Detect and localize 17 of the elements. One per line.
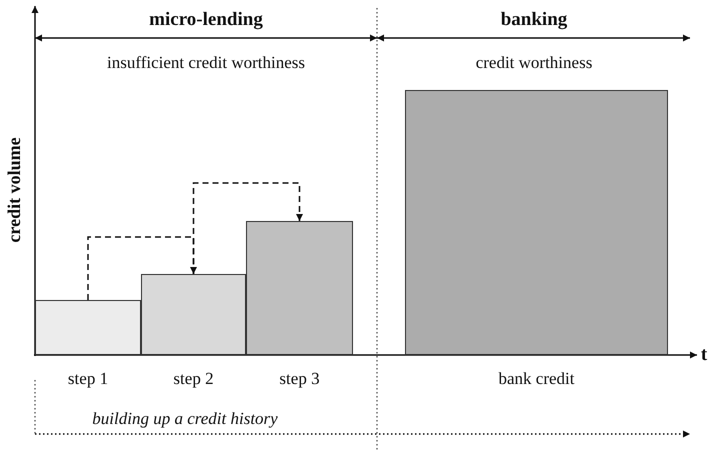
bar (246, 221, 353, 355)
arrow (87, 236, 197, 300)
section-heading: micro-lending (149, 10, 263, 29)
section-subtitle: credit worthiness (476, 54, 592, 71)
bar (405, 90, 668, 355)
section-subtitle: insufficient credit worthiness (107, 54, 305, 71)
bar (35, 300, 141, 355)
axis-title: credit volume (5, 137, 23, 243)
bar-label: step 1 (68, 370, 108, 387)
bar-label: step 3 (279, 370, 320, 387)
bar-label: step 2 (173, 370, 214, 387)
bar-label: bank credit (498, 370, 574, 387)
axis-title: t (700, 345, 708, 364)
section-heading: banking (500, 10, 568, 29)
bar (141, 274, 246, 355)
timeline-label: building up a credit history (92, 410, 278, 427)
arrow (192, 182, 303, 274)
